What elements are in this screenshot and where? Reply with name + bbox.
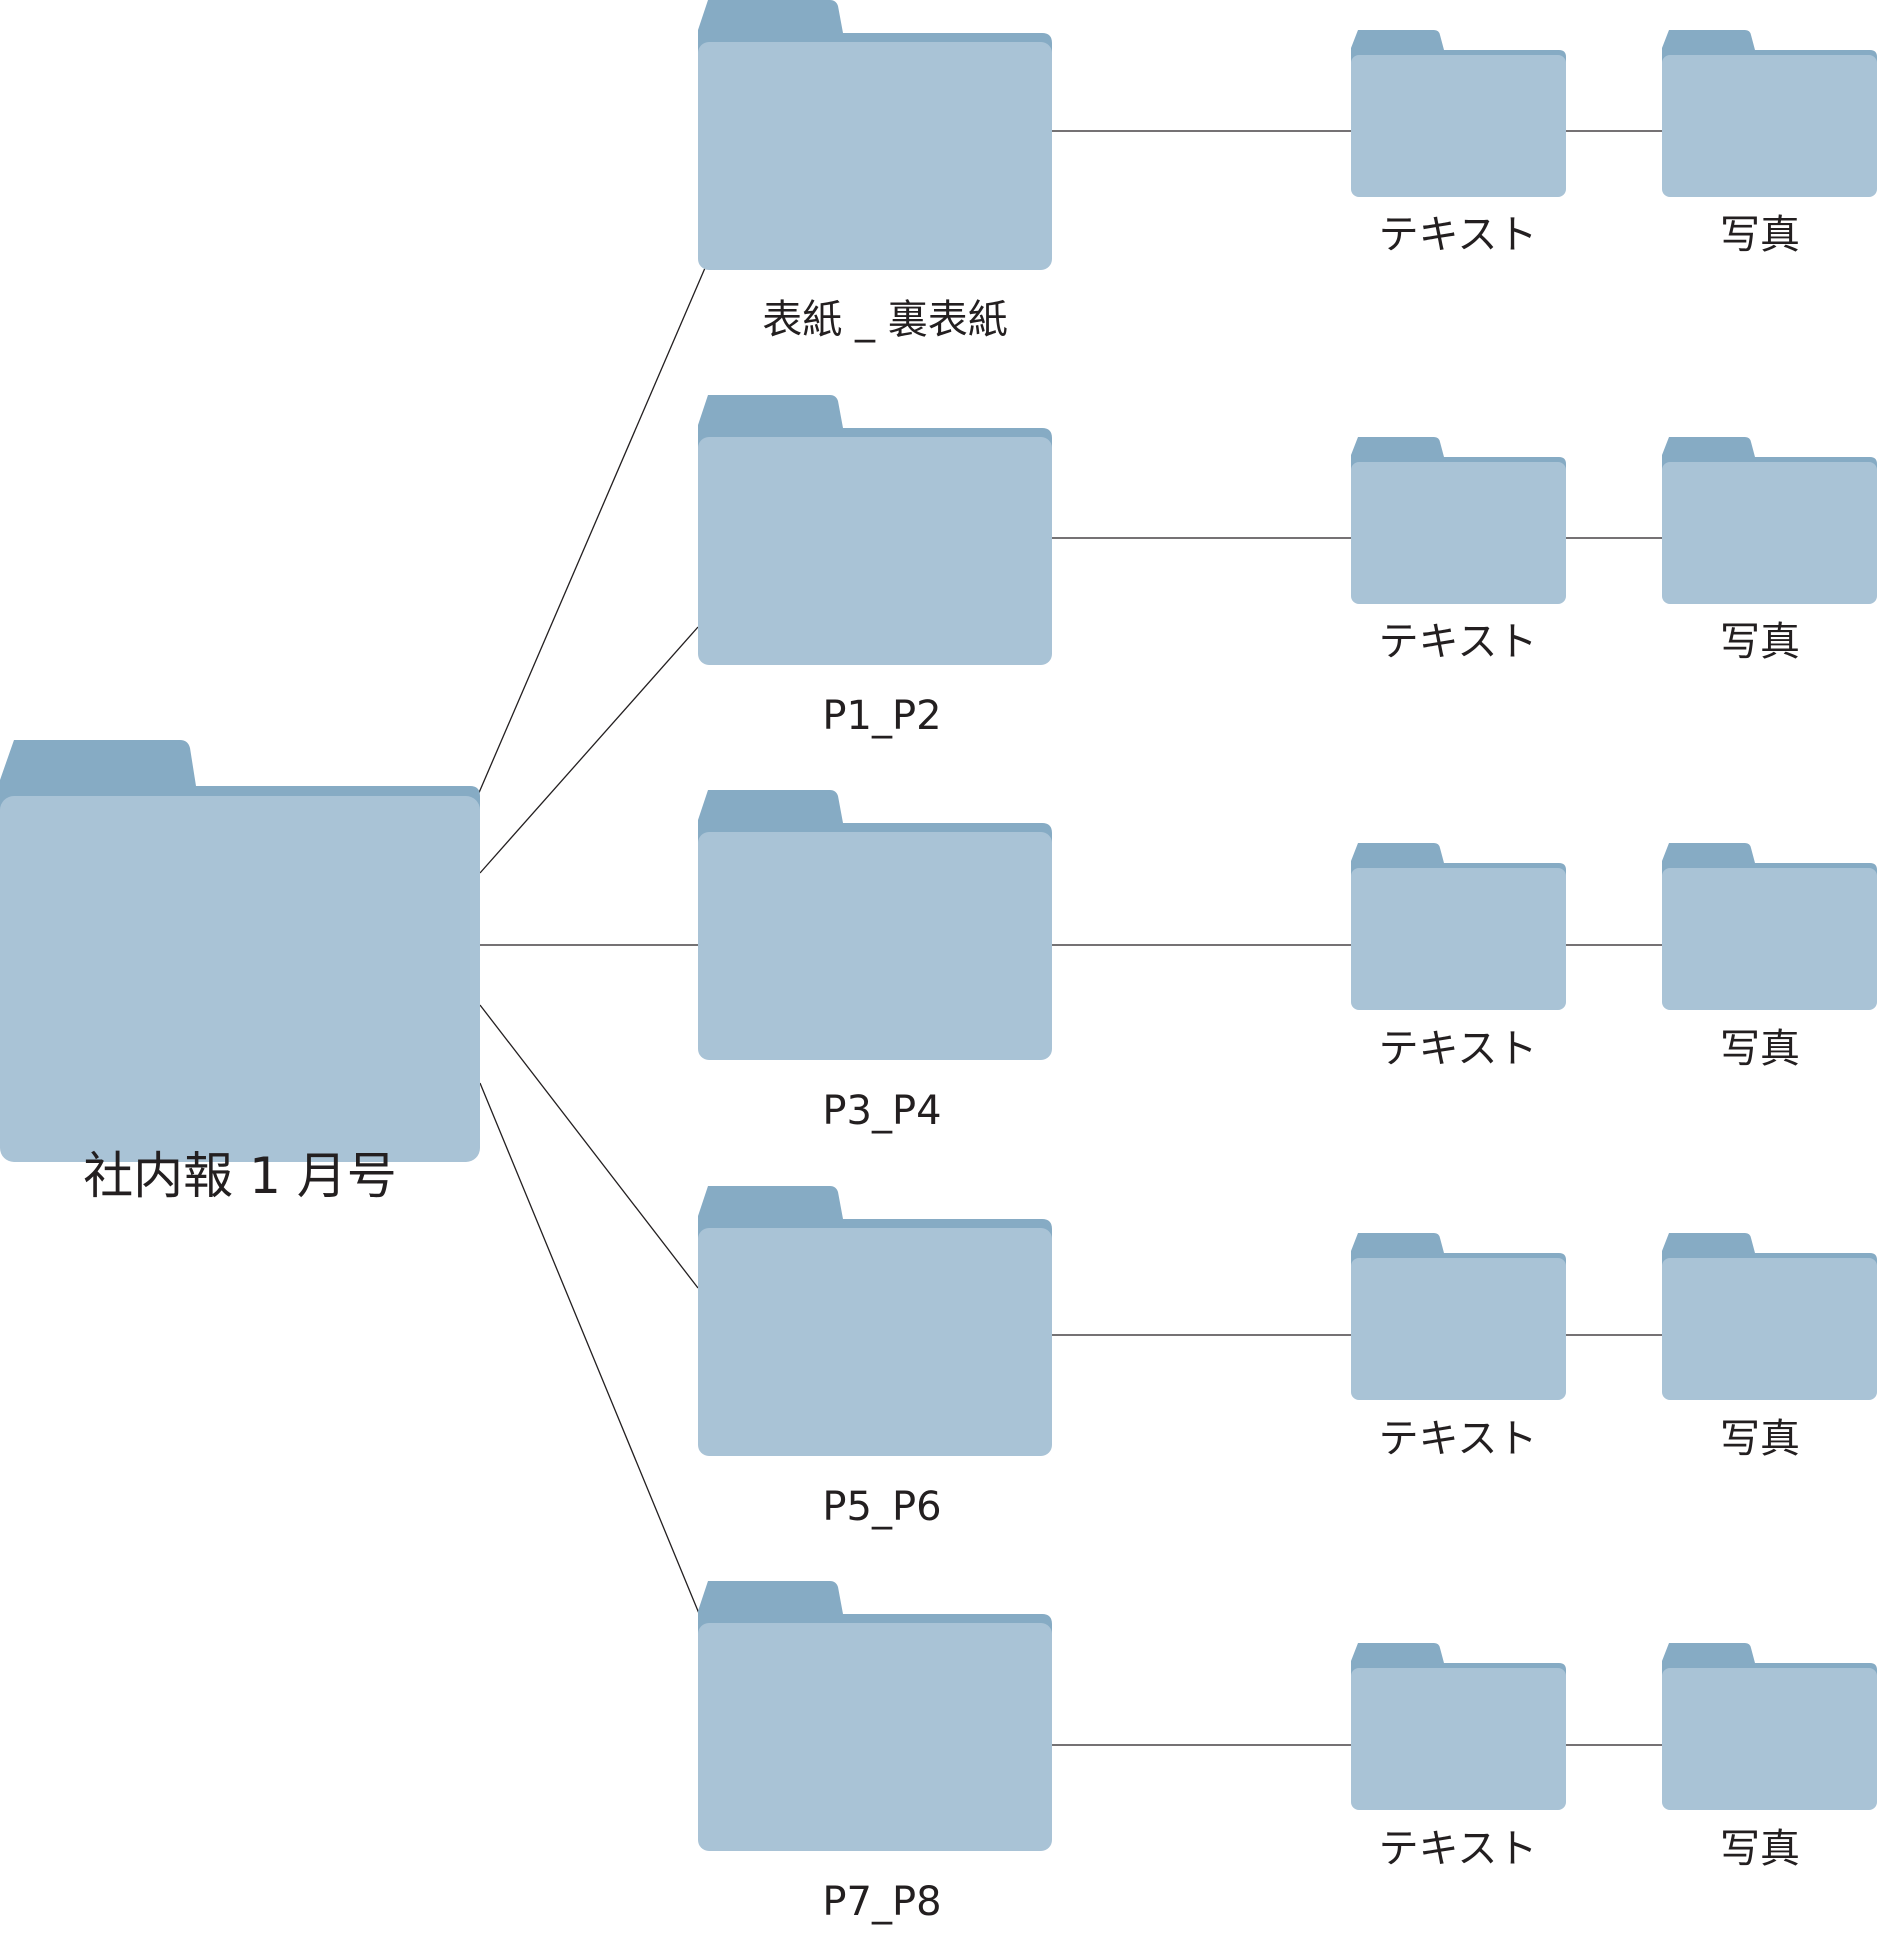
child-folder-photo[interactable] (1662, 1643, 1877, 1810)
group-folder-label: P5_P6 (822, 1484, 941, 1530)
child-folder-label: テキスト (1379, 212, 1538, 258)
child-connectors (1052, 130, 1662, 1746)
root-folder[interactable] (0, 740, 480, 1162)
group-folder-2[interactable] (698, 790, 1052, 1060)
child-folder-label: 写真 (1720, 212, 1800, 258)
folder-icon (1662, 1643, 1877, 1810)
child-folder-label: テキスト (1379, 619, 1538, 665)
root-folder-label: 社内報 1 月号 (83, 1147, 397, 1205)
connector-root-group-4 (479, 1082, 706, 1629)
child-folder-label: テキスト (1379, 1416, 1538, 1462)
child-folder-text[interactable] (1351, 1643, 1566, 1810)
folder-icon (0, 740, 480, 1162)
folder-icon (698, 0, 1052, 270)
child-folder-label: テキスト (1379, 1026, 1538, 1072)
folder-icon (1351, 30, 1566, 197)
folder-icon (1351, 437, 1566, 604)
folder-icon (698, 1581, 1052, 1851)
folder-icon (698, 790, 1052, 1060)
folder-icon (698, 1186, 1052, 1456)
child-folder-photo[interactable] (1662, 30, 1877, 197)
group-folder-label: P7_P8 (822, 1879, 941, 1925)
group-folder-label: P1_P2 (822, 693, 941, 739)
folder-icon (1662, 30, 1877, 197)
folder-icon (1351, 843, 1566, 1010)
child-folder-photo[interactable] (1662, 1233, 1877, 1400)
connector-root-group-0 (477, 267, 706, 796)
child-folder-photo[interactable] (1662, 437, 1877, 604)
child-folder-photo[interactable] (1662, 843, 1877, 1010)
folder-icon (1662, 843, 1877, 1010)
root-connectors (477, 267, 706, 1629)
child-folder-text[interactable] (1351, 1233, 1566, 1400)
child-folder-label: テキスト (1379, 1826, 1538, 1872)
group-folder-0[interactable] (698, 0, 1052, 270)
connector-root-group-1 (479, 626, 699, 874)
child-folder-label: 写真 (1720, 619, 1800, 665)
child-folder-label: 写真 (1720, 1416, 1800, 1462)
folder-icon (1351, 1233, 1566, 1400)
group-folder-1[interactable] (698, 395, 1052, 665)
group-folder-3[interactable] (698, 1186, 1052, 1456)
group-folder-label: 表紙 _ 裏表紙 (762, 297, 1007, 343)
child-folder-text[interactable] (1351, 843, 1566, 1010)
folder-icon (1662, 1233, 1877, 1400)
child-folder-label: 写真 (1720, 1026, 1800, 1072)
group-folder-label: P3_P4 (822, 1088, 941, 1134)
folder-icon (1662, 437, 1877, 604)
child-folder-text[interactable] (1351, 437, 1566, 604)
connector-root-group-3 (479, 1004, 699, 1289)
folder-icon (698, 395, 1052, 665)
child-folder-text[interactable] (1351, 30, 1566, 197)
folder-icon (1351, 1643, 1566, 1810)
child-folder-label: 写真 (1720, 1826, 1800, 1872)
group-folder-4[interactable] (698, 1581, 1052, 1851)
